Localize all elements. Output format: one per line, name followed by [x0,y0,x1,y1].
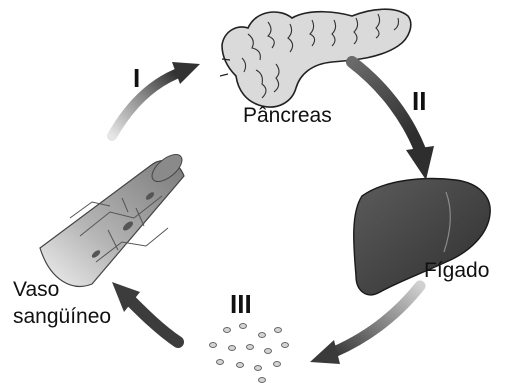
step-ii-label: II [412,86,426,117]
glucose-particles [210,324,289,383]
arrow-iii [310,286,420,364]
blood-vessel-label-line2: sangüíneo [13,305,111,329]
pancreas-label: Pâncreas [243,104,332,128]
step-iii-label: III [230,289,252,320]
arrow-i [112,62,200,136]
blood-vessel-illustration [40,150,187,287]
step-i-label: I [133,63,140,94]
liver-label: Fígado [424,259,489,283]
arrow-ii [352,62,434,180]
blood-vessel-label-line1: Vaso [13,278,59,302]
arrow-to-vessel [112,282,178,342]
